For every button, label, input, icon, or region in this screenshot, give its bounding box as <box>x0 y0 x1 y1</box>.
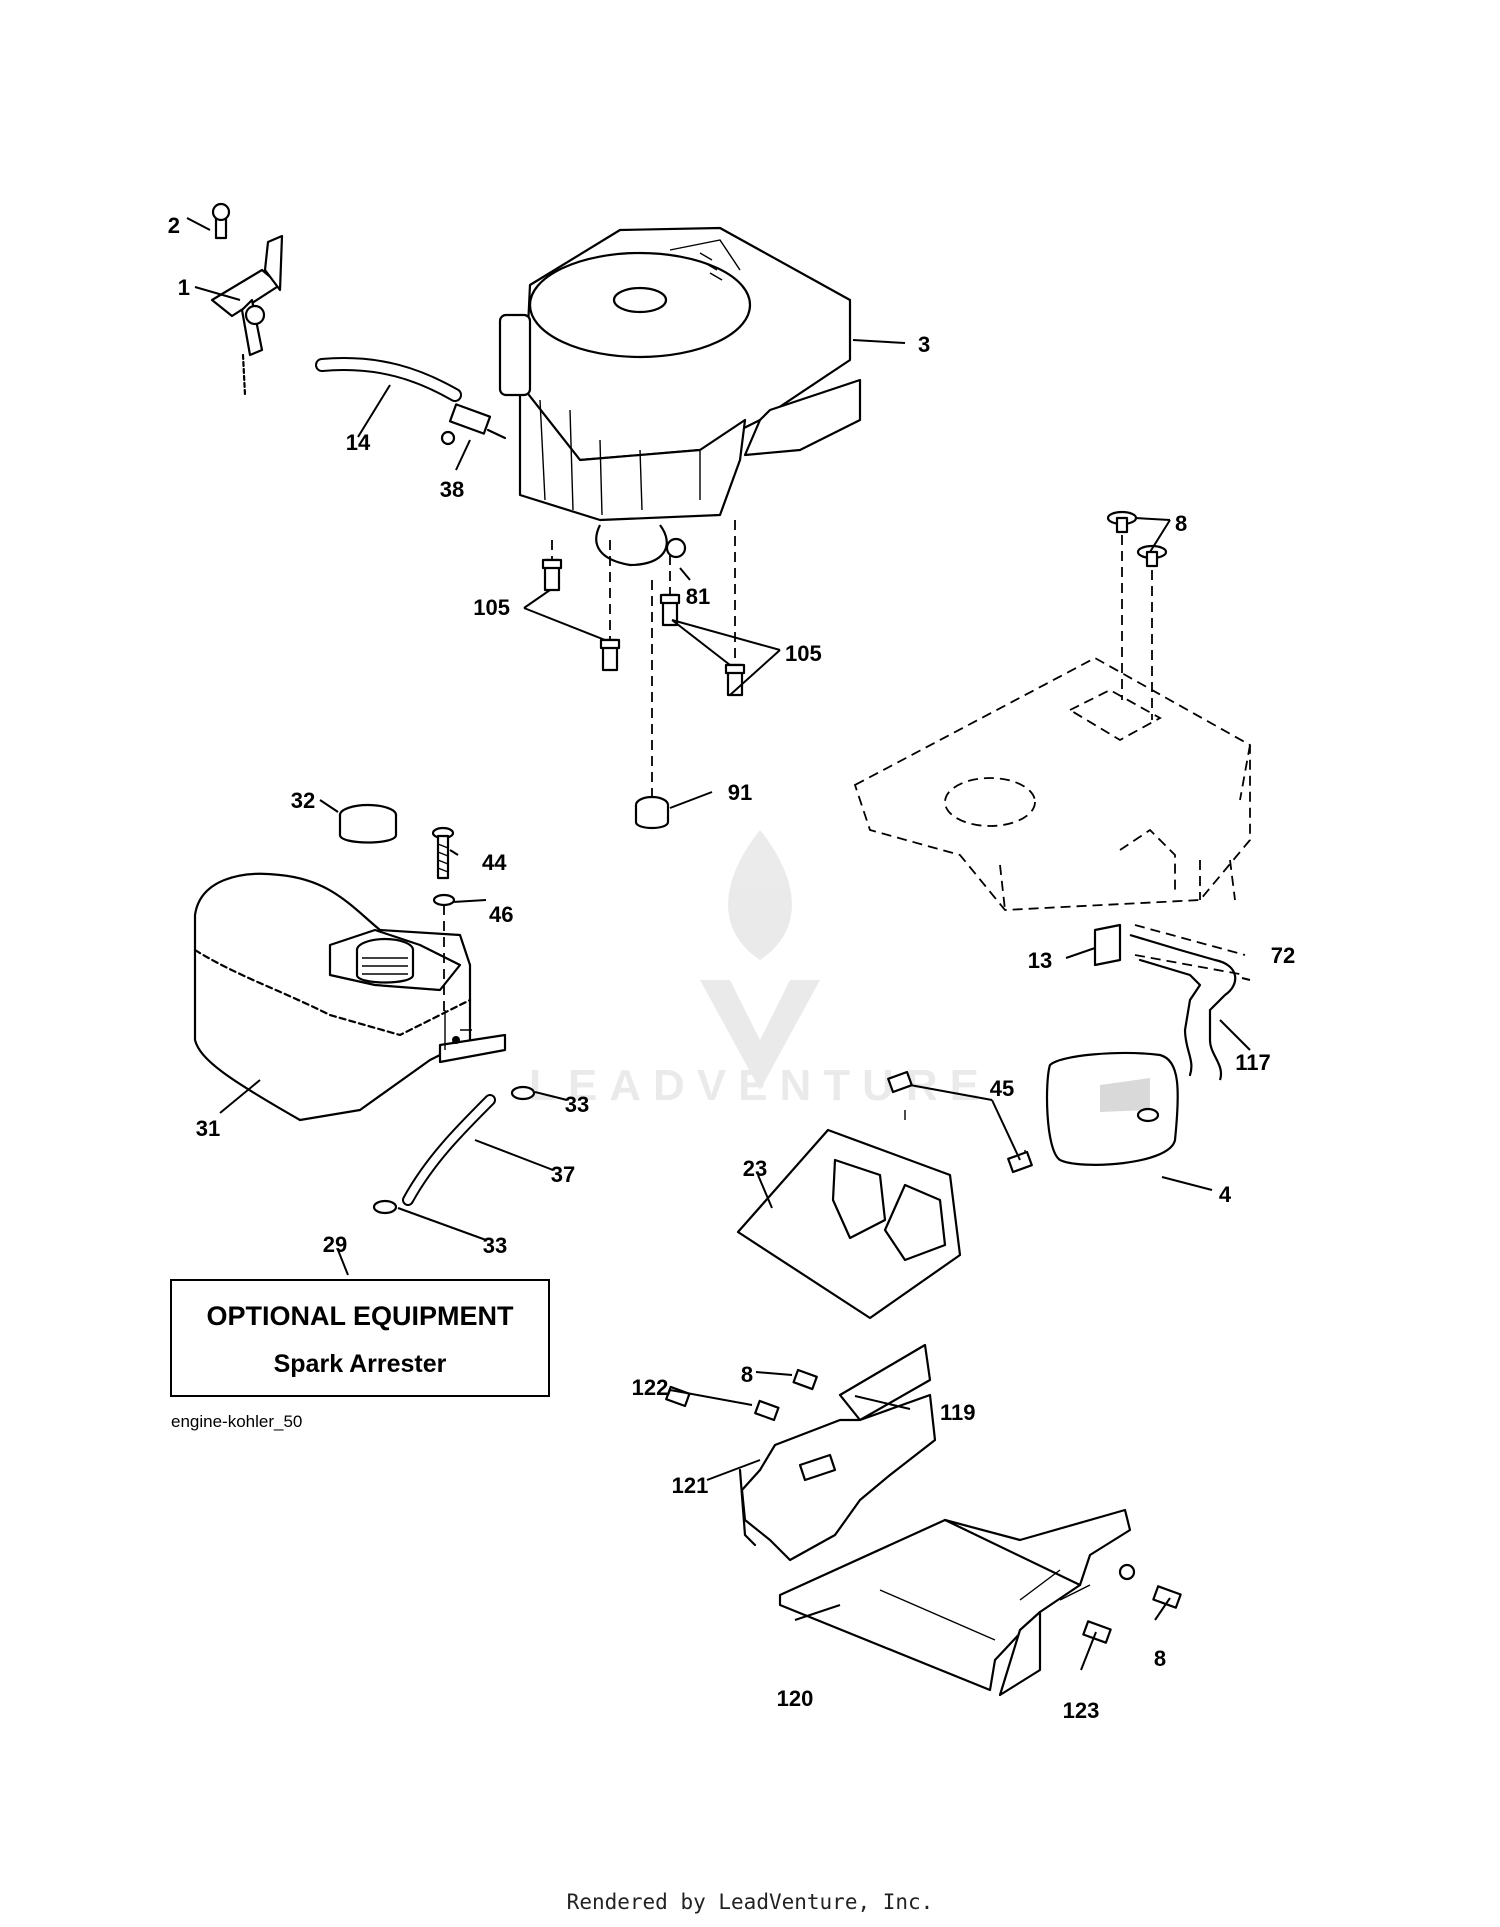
callout: 33 <box>565 1092 589 1117</box>
callout: 23 <box>743 1156 767 1181</box>
fuel-tank <box>193 872 507 1122</box>
callout: 120 <box>777 1686 814 1711</box>
fuel-line <box>315 357 507 446</box>
leader-lines <box>186 217 1251 1671</box>
callout: 37 <box>551 1162 575 1187</box>
callout: 33 <box>483 1233 507 1258</box>
callout: 2 <box>168 213 180 238</box>
callout: 8 <box>1175 511 1187 536</box>
callout: 31 <box>196 1116 220 1141</box>
optional-equipment-title: OPTIONAL EQUIPMENT <box>206 1301 514 1331</box>
figure-id: engine-kohler_50 <box>171 1412 303 1431</box>
callout: 13 <box>1028 948 1052 973</box>
callout: 44 <box>482 850 507 875</box>
callout: 123 <box>1063 1698 1100 1723</box>
callout: 45 <box>990 1076 1014 1101</box>
callout: 81 <box>686 584 710 609</box>
callout: 8 <box>741 1362 753 1387</box>
screw-and-washer <box>431 826 456 1015</box>
callout: 117 <box>1235 1050 1271 1075</box>
callout: 1 <box>178 275 190 300</box>
callout: 105 <box>473 595 510 620</box>
callout: 38 <box>440 477 464 502</box>
exhaust-system <box>1045 923 1246 1166</box>
watermark-logo: LEADVENTURE <box>529 830 991 1110</box>
callout: 4 <box>1219 1182 1232 1207</box>
fuel-cap <box>338 803 398 844</box>
engine <box>498 226 862 567</box>
throttle-control <box>210 202 284 397</box>
mounting-bolts <box>541 520 746 800</box>
callout: 29 <box>323 1232 347 1257</box>
callout: 122 <box>632 1375 669 1400</box>
callout: 8 <box>1154 1646 1166 1671</box>
knobs <box>1106 510 1168 720</box>
optional-equipment-box: OPTIONAL EQUIPMENT Spark Arrester <box>170 1279 550 1397</box>
callout: 32 <box>291 788 315 813</box>
callout: 3 <box>918 332 930 357</box>
spacer <box>634 795 670 830</box>
callout: 121 <box>672 1473 709 1498</box>
footer-credit: Rendered by LeadVenture, Inc. <box>566 1890 934 1914</box>
chassis-frame <box>853 656 1251 911</box>
callout: 14 <box>346 430 371 455</box>
optional-equipment-subtitle: Spark Arrester <box>273 1350 447 1378</box>
spark-arrester-assembly <box>665 1343 1182 1697</box>
heat-shield <box>736 1070 1033 1320</box>
callout: 91 <box>728 780 752 805</box>
callout: 105 <box>785 641 822 666</box>
callout-labels: 2 1 14 38 3 105 81 105 91 8 32 44 46 13 … <box>168 213 1295 1723</box>
watermark-text: LEADVENTURE <box>529 1061 991 1110</box>
callout: 46 <box>489 902 513 927</box>
callout: 72 <box>1271 943 1295 968</box>
fuel-hose <box>372 1085 536 1215</box>
callout: 119 <box>940 1400 976 1425</box>
